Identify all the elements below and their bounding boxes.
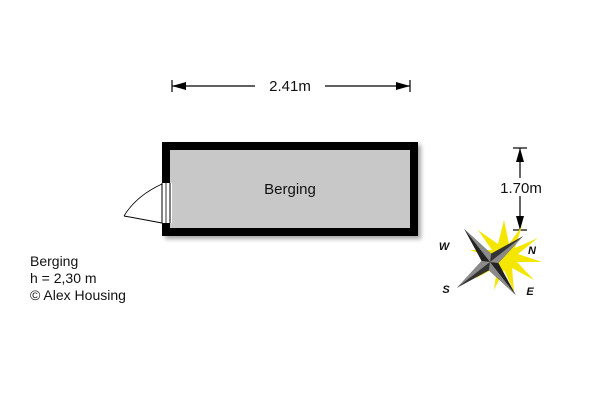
door xyxy=(123,183,172,224)
info-room-height: h = 2,30 m xyxy=(30,270,97,286)
sun-icon xyxy=(470,220,542,292)
width-arrow-right xyxy=(396,82,410,90)
room-info: Berging h = 2,30 m © Alex Housing xyxy=(30,253,126,304)
width-label: 2.41m xyxy=(269,78,311,95)
compass-south: S xyxy=(442,284,450,296)
needle-highlight-3 xyxy=(488,262,516,296)
info-room-name: Berging xyxy=(30,253,79,269)
compass-needle xyxy=(456,228,524,296)
depth-dimension: 1.70m xyxy=(492,147,550,231)
depth-label-bg xyxy=(492,178,550,196)
needle-highlight-4 xyxy=(456,260,490,288)
needle-highlight-2 xyxy=(490,236,524,264)
needle-highlight xyxy=(464,228,492,262)
depth-arrow-bottom xyxy=(516,216,524,230)
sun-rays xyxy=(470,220,542,292)
door-leaf xyxy=(123,215,163,224)
depth-arrow-top xyxy=(516,148,524,162)
room-floor xyxy=(170,150,410,228)
door-swing-arc xyxy=(123,183,163,217)
info-copyright: © Alex Housing xyxy=(30,287,126,303)
compass-east: E xyxy=(526,286,534,298)
compass-north: N xyxy=(528,245,537,257)
width-label-bg xyxy=(255,76,325,94)
compass-west: W xyxy=(439,241,451,253)
width-arrow-left xyxy=(172,82,186,90)
depth-label: 1.70m xyxy=(500,180,542,197)
compass-rose: N E S W xyxy=(439,220,542,298)
width-dimension: 2.41m xyxy=(171,76,411,95)
room-label: Berging xyxy=(264,181,316,198)
